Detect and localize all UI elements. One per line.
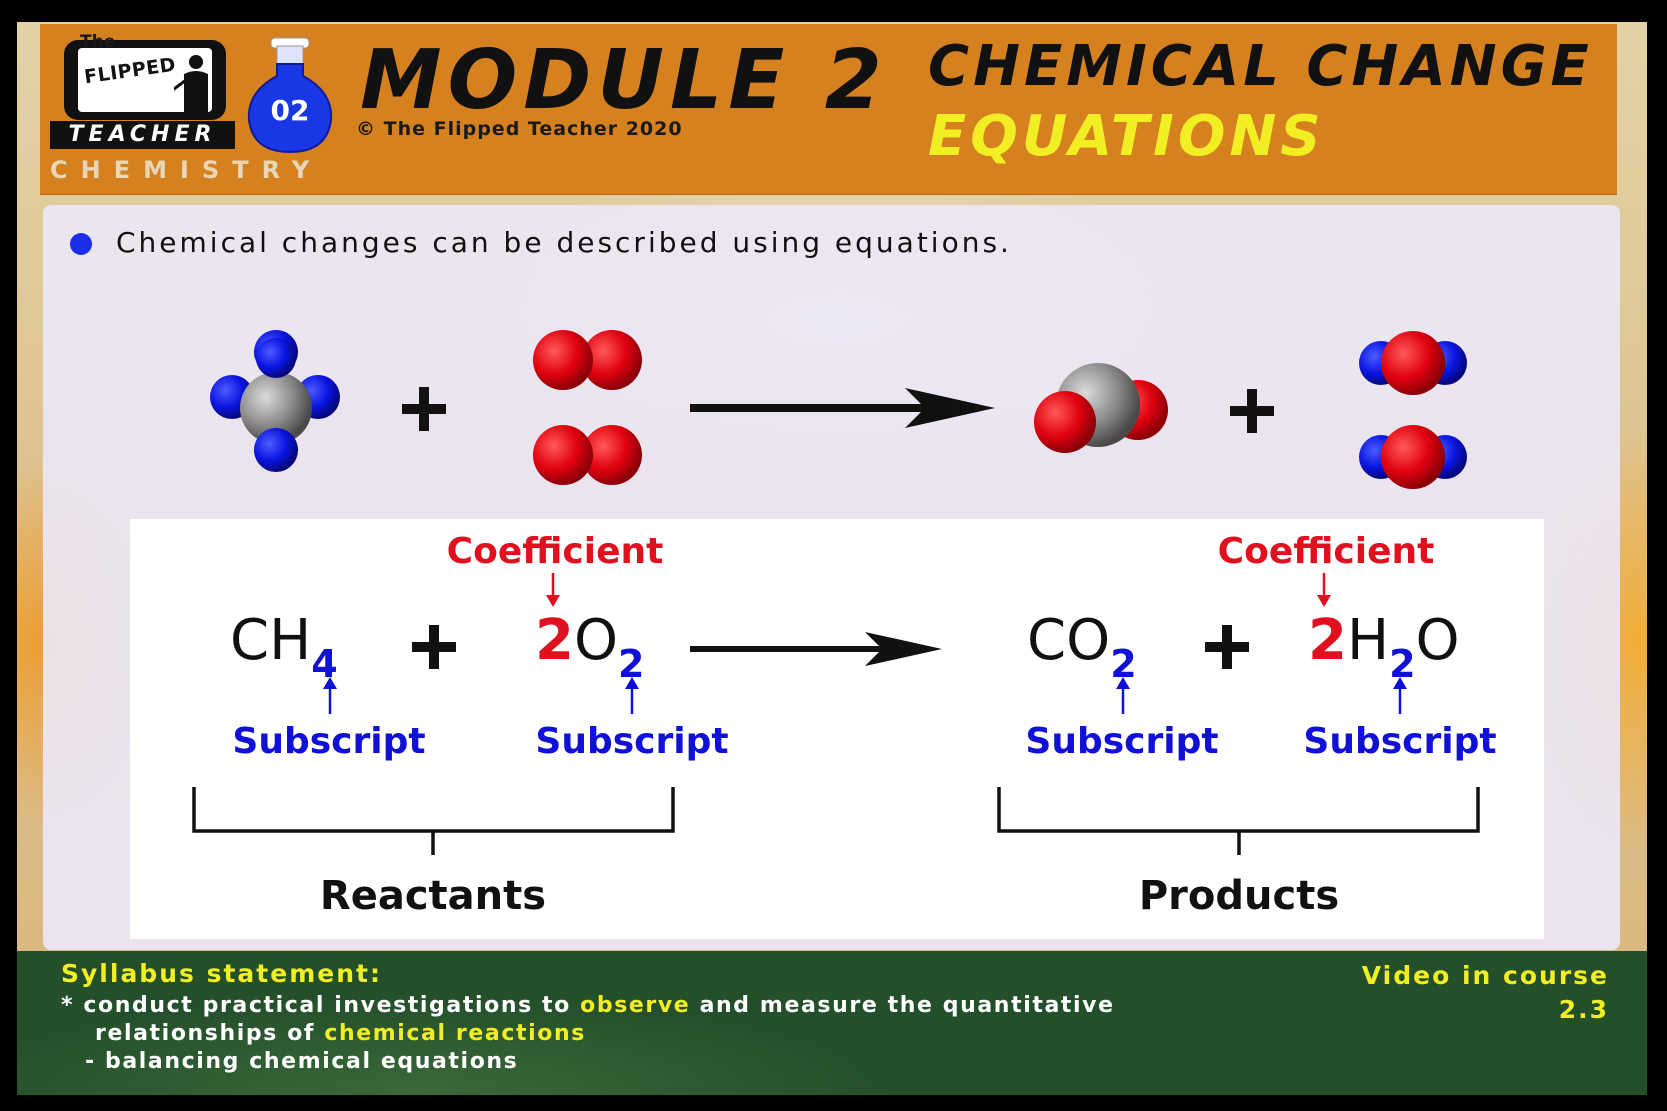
reactants-bracket xyxy=(192,787,675,855)
subtopic-title: EQUATIONS xyxy=(928,104,1325,169)
subscript-label-4: Subscript xyxy=(1303,721,1496,762)
subscript-label-3: Subscript xyxy=(1025,721,1218,762)
module-badge-number: 02 xyxy=(271,94,310,127)
equation-plus-2 xyxy=(1205,625,1249,669)
product-2-formula: 2H2O xyxy=(1308,608,1460,686)
subscript-label-1: Subscript xyxy=(232,721,425,762)
video-number: 2.3 xyxy=(1558,995,1609,1024)
reactants-label: Reactants xyxy=(320,873,546,919)
water-molecules-icon xyxy=(1359,331,1467,489)
oxygen-molecules-icon xyxy=(533,330,642,485)
syllabus-line-1: * conduct practical investigations to ob… xyxy=(61,993,1115,1018)
subscript-arrow-1 xyxy=(323,677,337,714)
molecule-illustration xyxy=(210,330,1467,489)
subscript-label-2: Subscript xyxy=(535,721,728,762)
footer-syllabus: Syllabus statement: * conduct practical … xyxy=(17,951,1647,1095)
plus-icon-2 xyxy=(1230,389,1274,433)
equation-box: Coefficient Coefficient CH4 2O2 xyxy=(130,519,1544,939)
logo-screen: FLIPPED xyxy=(78,48,212,112)
coefficient-label-1: Coefficient xyxy=(447,531,664,572)
copyright-text: © The Flipped Teacher 2020 xyxy=(356,118,683,140)
subscript-arrow-3 xyxy=(1116,677,1130,714)
module-title: MODULE 2 xyxy=(360,33,888,128)
logo-phone-icon: FLIPPED xyxy=(64,40,226,120)
bullet-icon xyxy=(70,233,92,255)
arrow-icon xyxy=(690,388,995,428)
logo-flipped-text: FLIPPED xyxy=(82,53,178,89)
logo-the-text: The xyxy=(80,32,116,52)
coefficient-label-2: Coefficient xyxy=(1218,531,1435,572)
syllabus-label: Syllabus statement: xyxy=(61,959,382,988)
teacher-silhouette-icon xyxy=(174,55,208,112)
reactant-1-formula: CH4 xyxy=(230,608,338,686)
plus-icon xyxy=(402,387,446,431)
logo-teacher-text: TEACHER xyxy=(50,121,235,149)
equation-plus-1 xyxy=(412,625,456,669)
reactant-2-formula: 2O2 xyxy=(535,608,645,686)
carbon-dioxide-molecule-icon xyxy=(1034,363,1168,453)
syllabus-line-2: relationships of chemical reactions xyxy=(95,1021,586,1046)
subscript-arrow-4 xyxy=(1393,677,1407,714)
flask-icon: 02 xyxy=(247,37,333,154)
products-bracket xyxy=(997,787,1480,855)
coefficient-arrow-2 xyxy=(1317,573,1331,607)
equation-arrow xyxy=(690,632,942,666)
subscript-arrow-2 xyxy=(625,677,639,714)
video-in-course-label: Video in course xyxy=(1361,961,1609,990)
syllabus-line-3: - balancing chemical equations xyxy=(85,1049,519,1074)
equation-diagram: Coefficient Coefficient CH4 2O2 xyxy=(192,531,1497,919)
topic-title: CHEMICAL CHANGE xyxy=(928,34,1593,99)
intro-text: Chemical changes can be described using … xyxy=(116,226,1012,259)
logo-subject-text: CHEMISTRY xyxy=(50,156,323,184)
methane-molecule-icon xyxy=(210,330,340,472)
coefficient-arrow-1 xyxy=(546,573,560,607)
product-1-formula: CO2 xyxy=(1027,608,1137,686)
products-label: Products xyxy=(1139,873,1339,919)
